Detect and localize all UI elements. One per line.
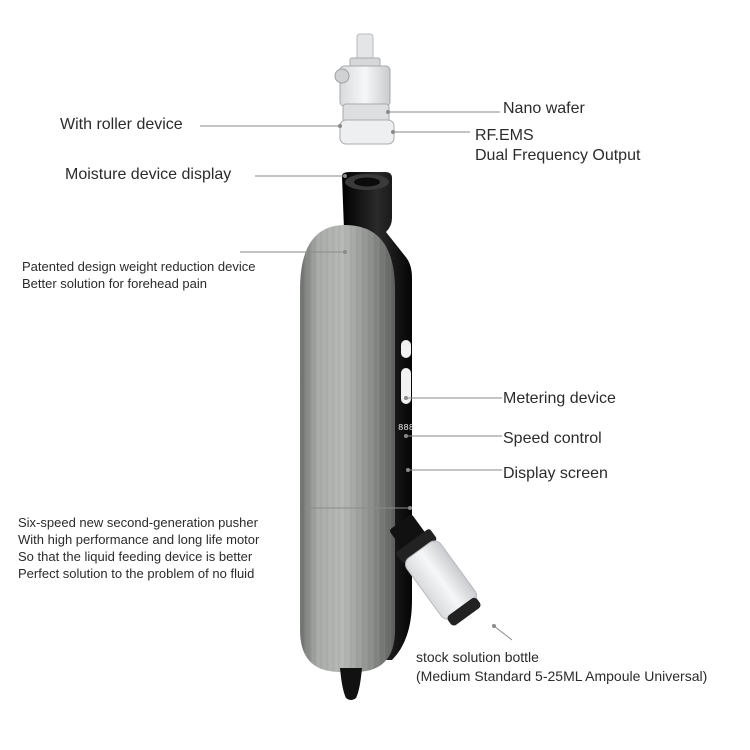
moisture-display-label: Moisture device display — [65, 166, 232, 183]
roller-device-label: With roller device — [60, 116, 183, 133]
display-screen-label: Display screen — [503, 465, 608, 482]
pusher-label: Six-speed new second-generation pusher W… — [18, 515, 260, 581]
cartridge-head — [334, 33, 395, 145]
stock-bottle-label: stock solution bottle (Medium Standard 5… — [416, 649, 708, 684]
bottle — [390, 515, 481, 626]
nano-wafer-label: Nano wafer — [503, 100, 585, 117]
metering-device-label: Metering device — [503, 390, 616, 407]
leader-dots — [338, 110, 496, 628]
rf-ems-label: RF.EMS Dual Frequency Output — [475, 127, 641, 164]
device-body — [300, 225, 395, 672]
patented-design-label: Patented design weight reduction device … — [22, 259, 256, 291]
speed-control-label: Speed control — [503, 430, 602, 447]
side-controls — [401, 340, 411, 404]
device-tip — [340, 668, 362, 700]
leader-lines — [200, 111, 513, 641]
speed-readout: 888 — [398, 423, 414, 433]
